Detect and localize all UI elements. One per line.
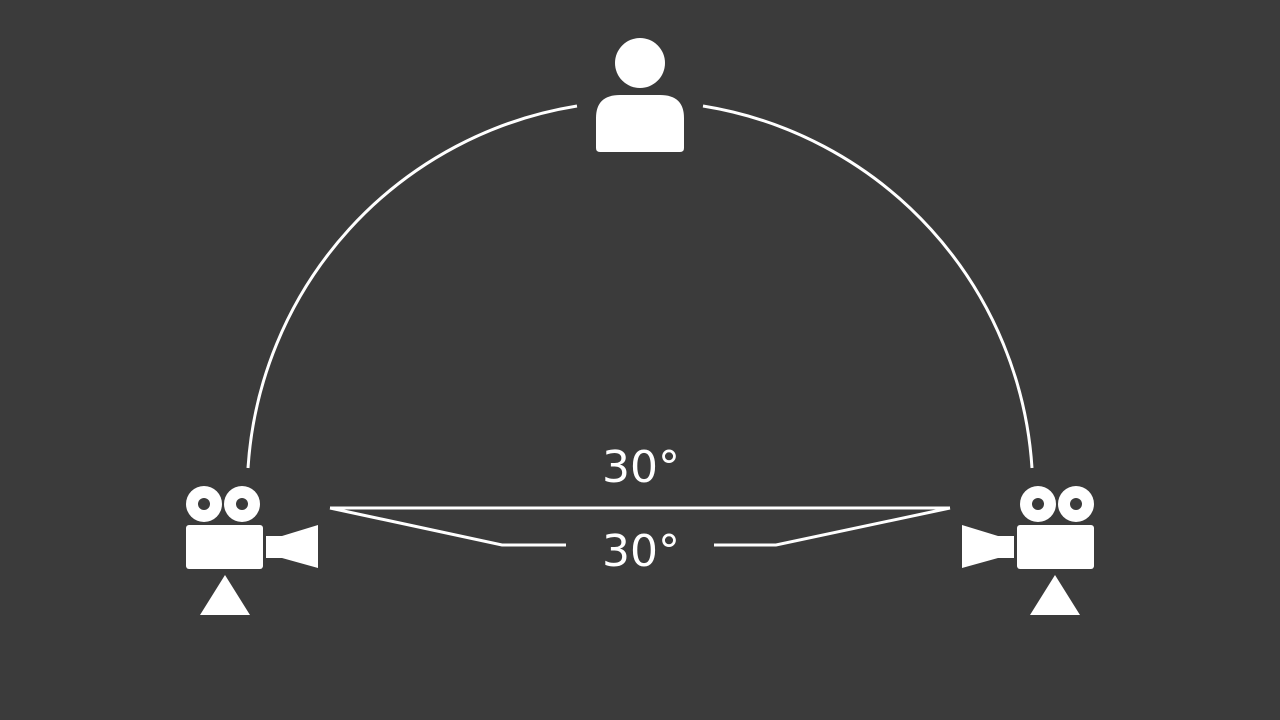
arc-right [702, 104, 1034, 469]
arc-left [246, 104, 578, 469]
movie-camera-icon [186, 486, 318, 615]
angle-label-top: 30° [602, 442, 680, 493]
angle-bracket-right [714, 506, 951, 547]
angle-lines [329, 506, 951, 547]
angle-bracket-left [329, 506, 566, 547]
movie-camera-icon [962, 486, 1094, 615]
person-icon [596, 38, 684, 152]
angle-label-bottom: 30° [602, 526, 680, 577]
